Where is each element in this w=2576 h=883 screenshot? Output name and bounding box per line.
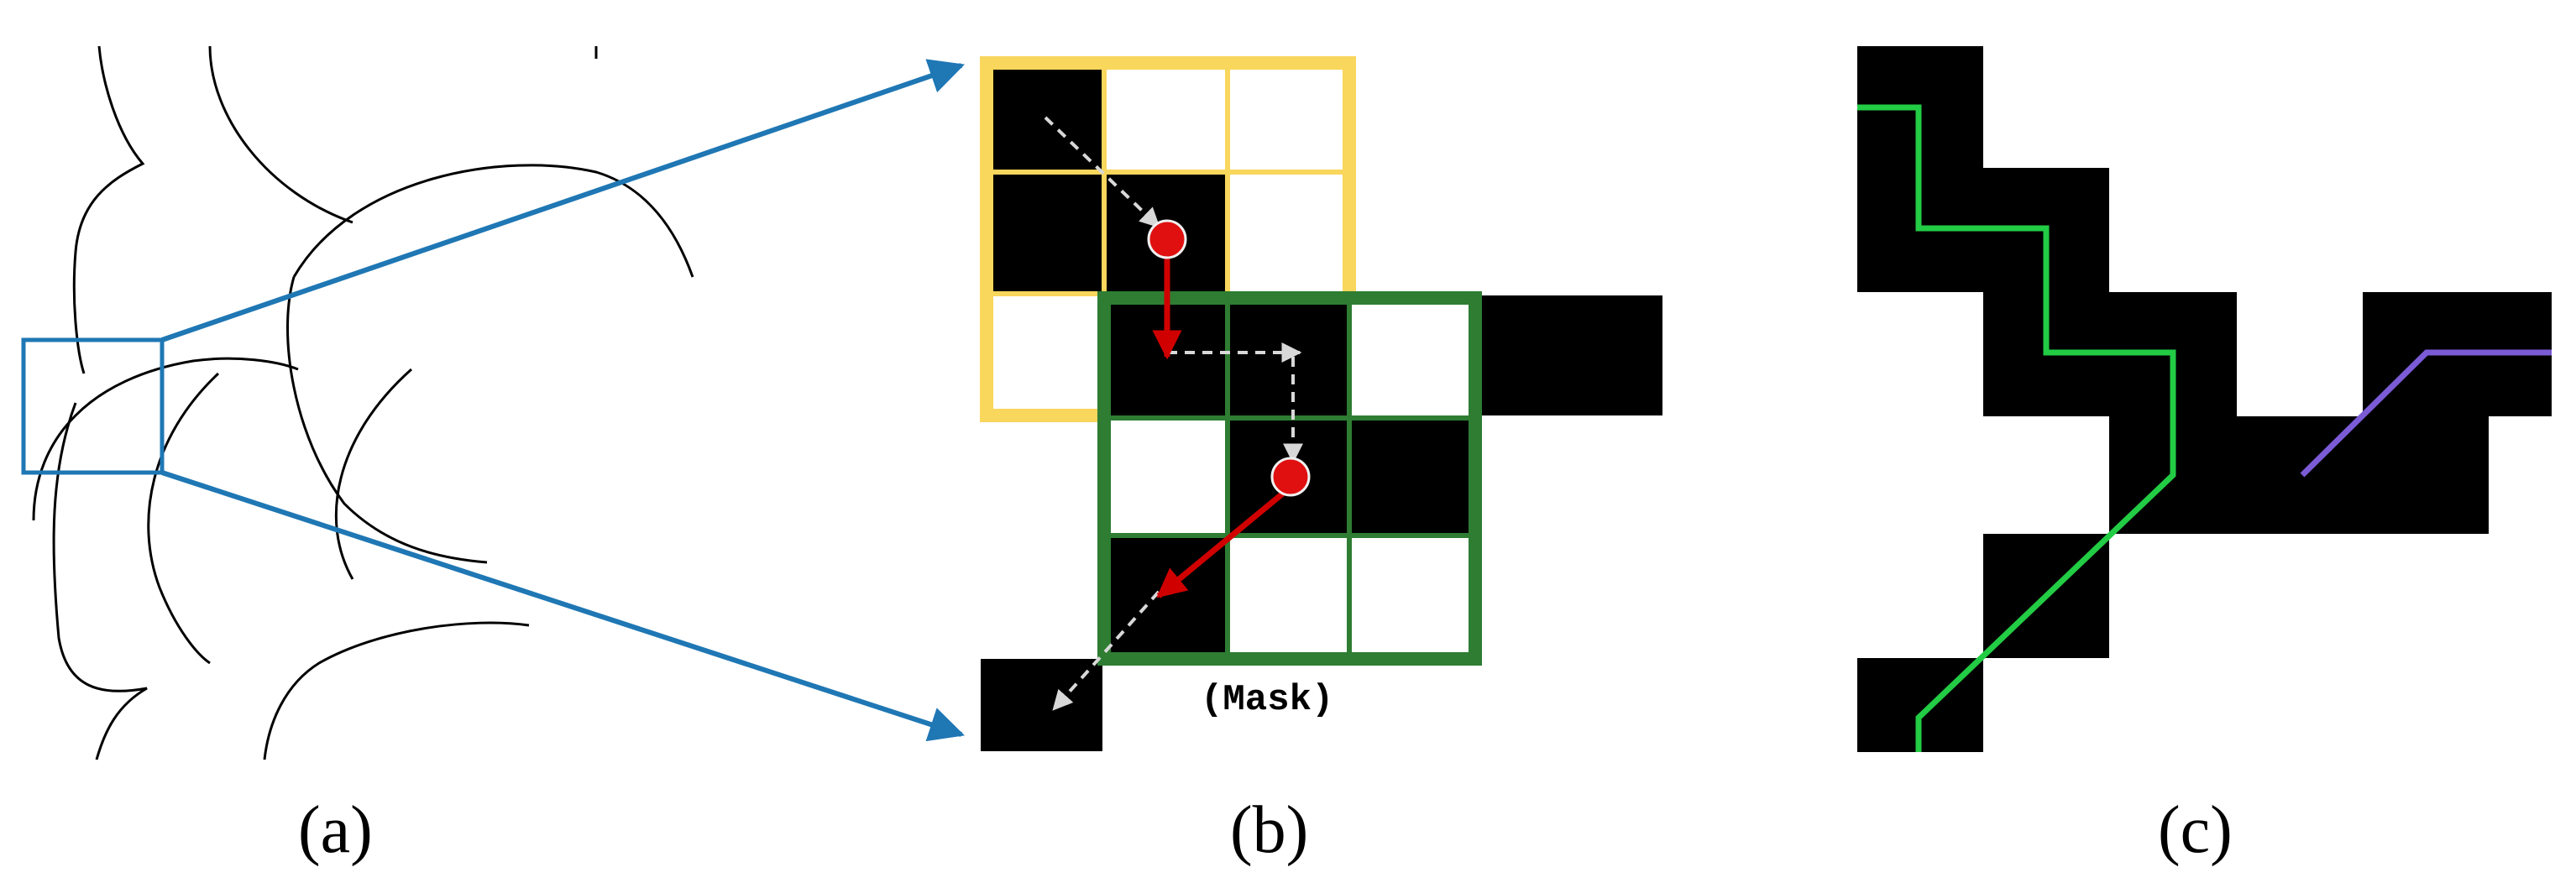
panel-a (32, 45, 694, 760)
candidate-arrows (1044, 116, 1303, 711)
edge-curve-2 (208, 45, 353, 224)
pixel-cell (1347, 295, 1478, 421)
tracked-point (1270, 457, 1311, 497)
candidate-arrow (1044, 116, 1160, 228)
edge-curve-4 (292, 164, 694, 278)
pixel-cell (984, 291, 1107, 418)
edge-curve-10 (334, 368, 412, 580)
pixel-cell (1347, 415, 1478, 538)
pixel-cell (1225, 295, 1352, 421)
edge-curve-9 (263, 621, 530, 760)
pixel-cell (1102, 60, 1230, 175)
mask-label: (Mask) (1201, 679, 1333, 721)
lower-mask-frame (1097, 291, 1482, 666)
pixel-cell (2109, 416, 2363, 534)
edge-curve-8 (147, 372, 220, 665)
trace-arrow (1156, 486, 1291, 598)
candidate-arrow (1052, 590, 1160, 711)
edge-curve-6 (32, 357, 299, 521)
pixel-cell (984, 170, 1107, 296)
pixel-staircase (1857, 46, 2552, 752)
panel-label-b: (b) (1230, 793, 1308, 867)
zoom-box (21, 337, 165, 475)
panel-label-c: (c) (2158, 793, 2233, 867)
skeleton-path-green (1857, 104, 2176, 752)
pixel-cell (1225, 170, 1352, 296)
pixel-cell (1475, 295, 1662, 415)
pixel-cell (1225, 533, 1352, 661)
tracked-point (1147, 219, 1187, 259)
panel-b: (Mask) (980, 56, 1662, 751)
edge-curve-5 (286, 276, 488, 564)
pixel-cell (981, 659, 1102, 751)
zoom-indicator (21, 59, 965, 742)
panel-label-a: (a) (298, 793, 373, 867)
upper-mask-cells (984, 60, 1352, 418)
pixel-cell (2363, 416, 2489, 534)
panel-c (1857, 46, 2552, 752)
zoom-arrow-top (161, 59, 965, 342)
edge-curve-7 (52, 402, 148, 760)
edge-curve-1 (72, 45, 145, 374)
pixel-cell (1347, 533, 1478, 661)
pixel-cell (1225, 60, 1352, 175)
zoom-arrow-bottom (161, 470, 965, 742)
trace-arrows (1152, 252, 1291, 598)
pixel-cell (1102, 415, 1230, 538)
skeleton-path-purple (2300, 349, 2552, 478)
